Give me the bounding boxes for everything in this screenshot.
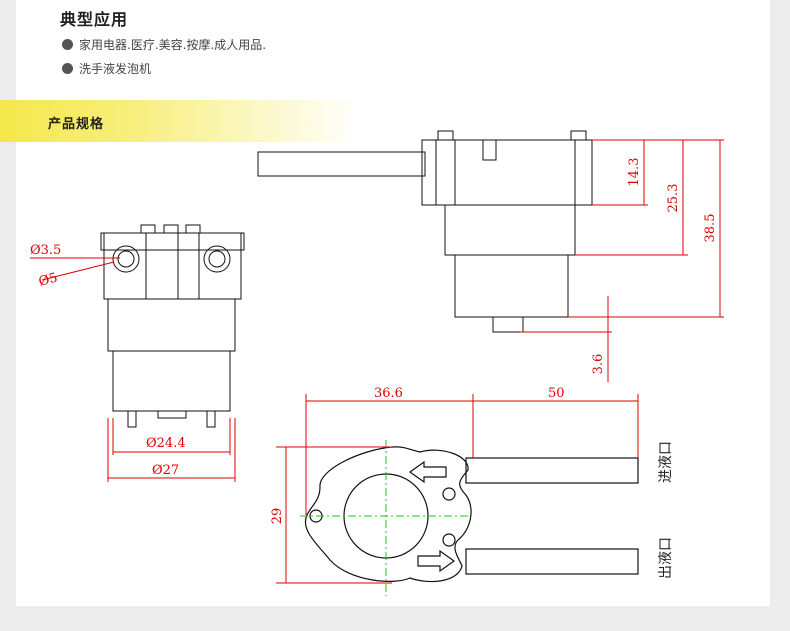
side-view-dimensions — [520, 139, 724, 382]
dim-total: 38.5 — [703, 214, 718, 243]
dim-width-inner: Ø24.4 — [146, 436, 186, 451]
applications-title: 典型应用 — [60, 10, 129, 29]
application-item-text: 洗手液发泡机 — [79, 62, 152, 76]
application-item: 家用电器.医疗.美容.按摩.成人用品. — [62, 36, 266, 53]
dim-width-outer: Ø27 — [152, 463, 179, 478]
bullet-dot-icon — [62, 63, 73, 74]
dim-body-length: 36.6 — [374, 386, 403, 401]
application-item: 洗手液发泡机 — [62, 60, 151, 77]
dim-port-diameter: Ø5 — [37, 270, 59, 289]
side-view — [257, 130, 593, 333]
dim-top: 14.3 — [627, 158, 642, 187]
bottom-view-dimensions — [276, 394, 639, 584]
inlet-label: 进液口 — [658, 441, 674, 483]
bullet-dot-icon — [62, 39, 73, 50]
specs-banner — [0, 100, 360, 142]
dim-tube-length: 50 — [548, 386, 565, 401]
specs-title: 产品规格 — [48, 117, 105, 132]
dim-hole-diameter: Ø3.5 — [30, 243, 61, 258]
front-view — [100, 224, 245, 428]
outlet-label: 出液口 — [658, 537, 674, 579]
bottom-view — [304, 446, 639, 583]
front-view-dimensions — [30, 257, 236, 482]
dim-height: 29 — [270, 508, 285, 525]
application-item-text: 家用电器.医疗.美容.按摩.成人用品. — [79, 38, 267, 52]
dim-shaft: 3.6 — [591, 354, 606, 375]
dim-mid: 25.3 — [666, 184, 681, 213]
bottom-view-centerlines — [300, 440, 470, 596]
